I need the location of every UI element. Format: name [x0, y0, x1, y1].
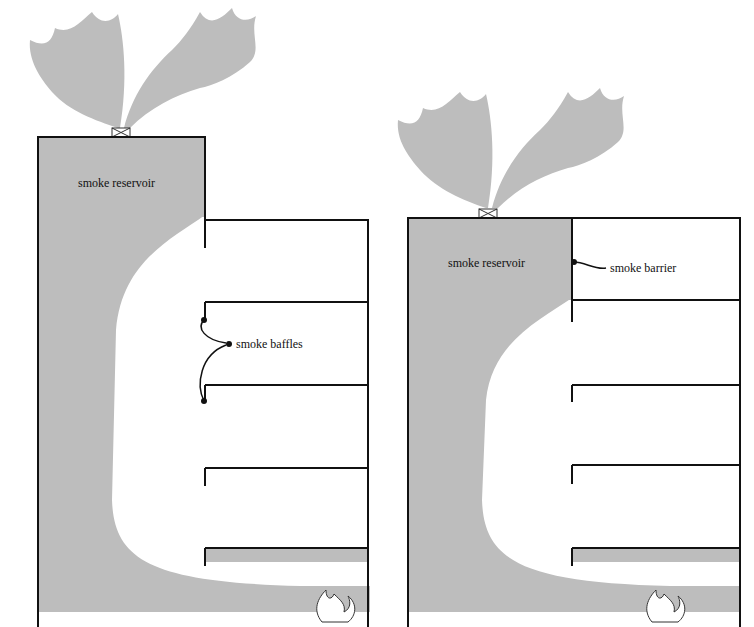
- reservoir-label: smoke reservoir: [448, 256, 525, 270]
- reservoir-label: smoke reservoir: [78, 176, 155, 190]
- baffle-label: smoke baffles: [236, 337, 303, 351]
- barrier-label: smoke barrier: [610, 261, 676, 275]
